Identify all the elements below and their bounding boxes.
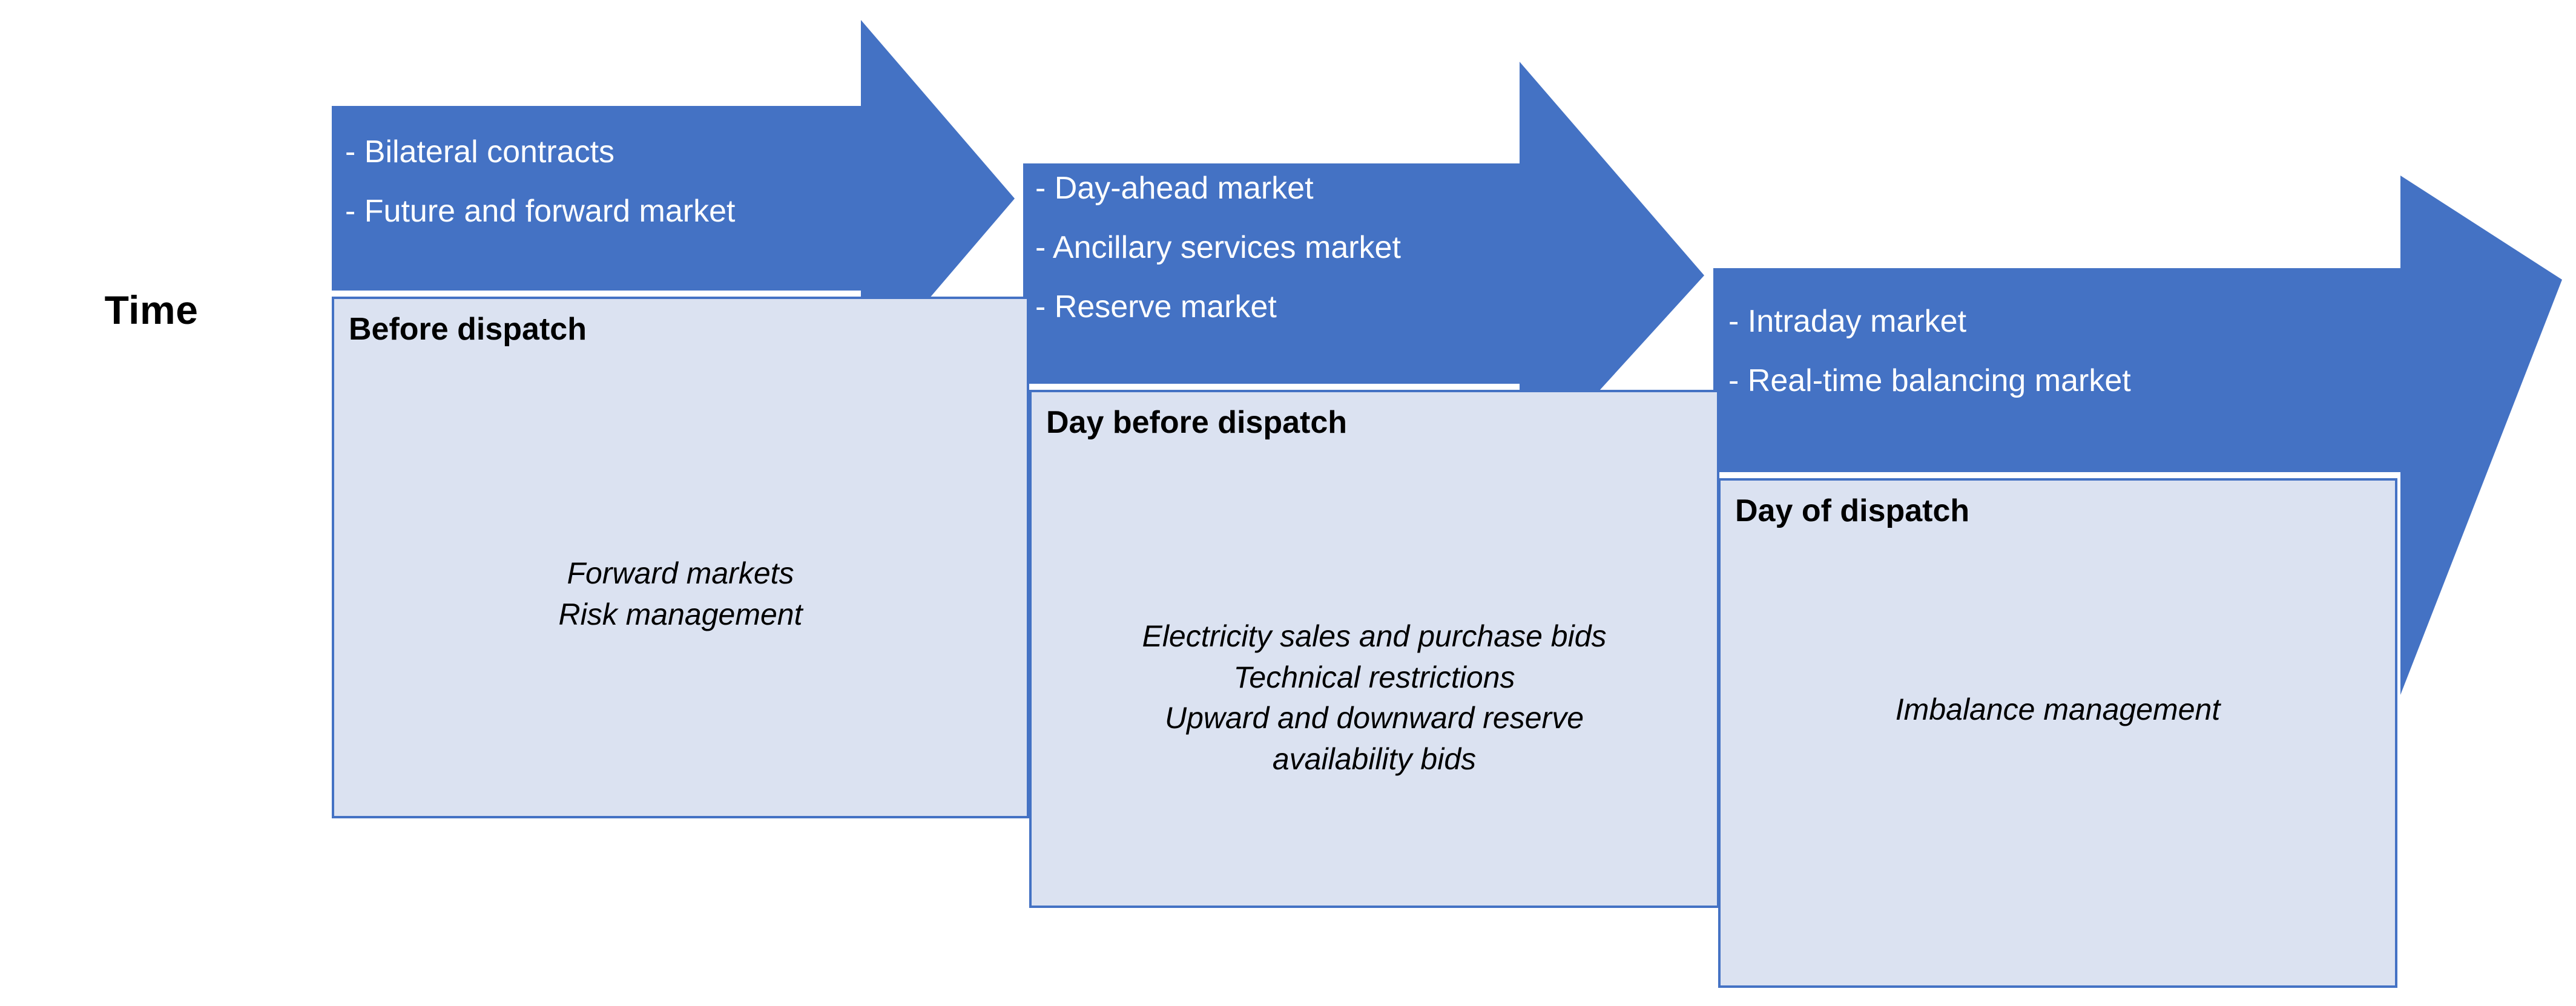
activity-line: Risk management: [558, 597, 803, 631]
phase-box-day-of-dispatch[interactable]: Day of dispatch Imbalance management: [1718, 478, 2397, 988]
activity-line: Imbalance management: [1895, 692, 2221, 726]
activity-line: availability bids: [1272, 741, 1477, 776]
phase-title-day-of-dispatch: Day of dispatch: [1735, 493, 1970, 528]
arrow-item: - Future and forward market: [345, 194, 736, 229]
arrow-shape-before-dispatch: [332, 20, 1015, 378]
arrow-label-day-before-dispatch: - Day-ahead market - Ancillary services …: [1035, 173, 1401, 323]
arrow-item: - Intraday market: [1728, 304, 1967, 339]
phase-box-day-before-dispatch[interactable]: Day before dispatch Electricity sales an…: [1029, 390, 1719, 908]
phase-title-before-dispatch: Before dispatch: [349, 312, 587, 347]
arrow-item: - Day-ahead market: [1035, 171, 1314, 206]
phase-title-day-before-dispatch: Day before dispatch: [1046, 405, 1348, 440]
arrow-label-day-of-dispatch: - Intraday market - Real-time balancing …: [1728, 306, 2131, 396]
arrow-item: - Real-time balancing market: [1728, 363, 2131, 398]
time-axis-label: Time: [104, 288, 199, 332]
arrow-item: - Ancillary services market: [1035, 230, 1401, 265]
phase-activities-day-of-dispatch: Imbalance management: [1721, 689, 2395, 731]
arrow-item: - Bilateral contracts: [345, 134, 615, 169]
activity-line: Forward markets: [567, 556, 794, 590]
activity-line: Upward and downward reserve: [1164, 701, 1584, 735]
activity-line: Electricity sales and purchase bids: [1142, 619, 1607, 653]
phase-activities-day-before-dispatch: Electricity sales and purchase bids Tech…: [1032, 616, 1717, 780]
arrow-item: - Reserve market: [1035, 289, 1277, 324]
phase-box-before-dispatch[interactable]: Before dispatch Forward markets Risk man…: [332, 297, 1029, 818]
arrow-shape-day-of-dispatch: [1713, 176, 2562, 695]
arrow-label-before-dispatch: - Bilateral contracts - Future and forwa…: [345, 136, 735, 227]
arrow-shape-day-before-dispatch: [1023, 62, 1704, 478]
phase-activities-before-dispatch: Forward markets Risk management: [334, 553, 1027, 635]
activity-line: Technical restrictions: [1233, 660, 1515, 694]
